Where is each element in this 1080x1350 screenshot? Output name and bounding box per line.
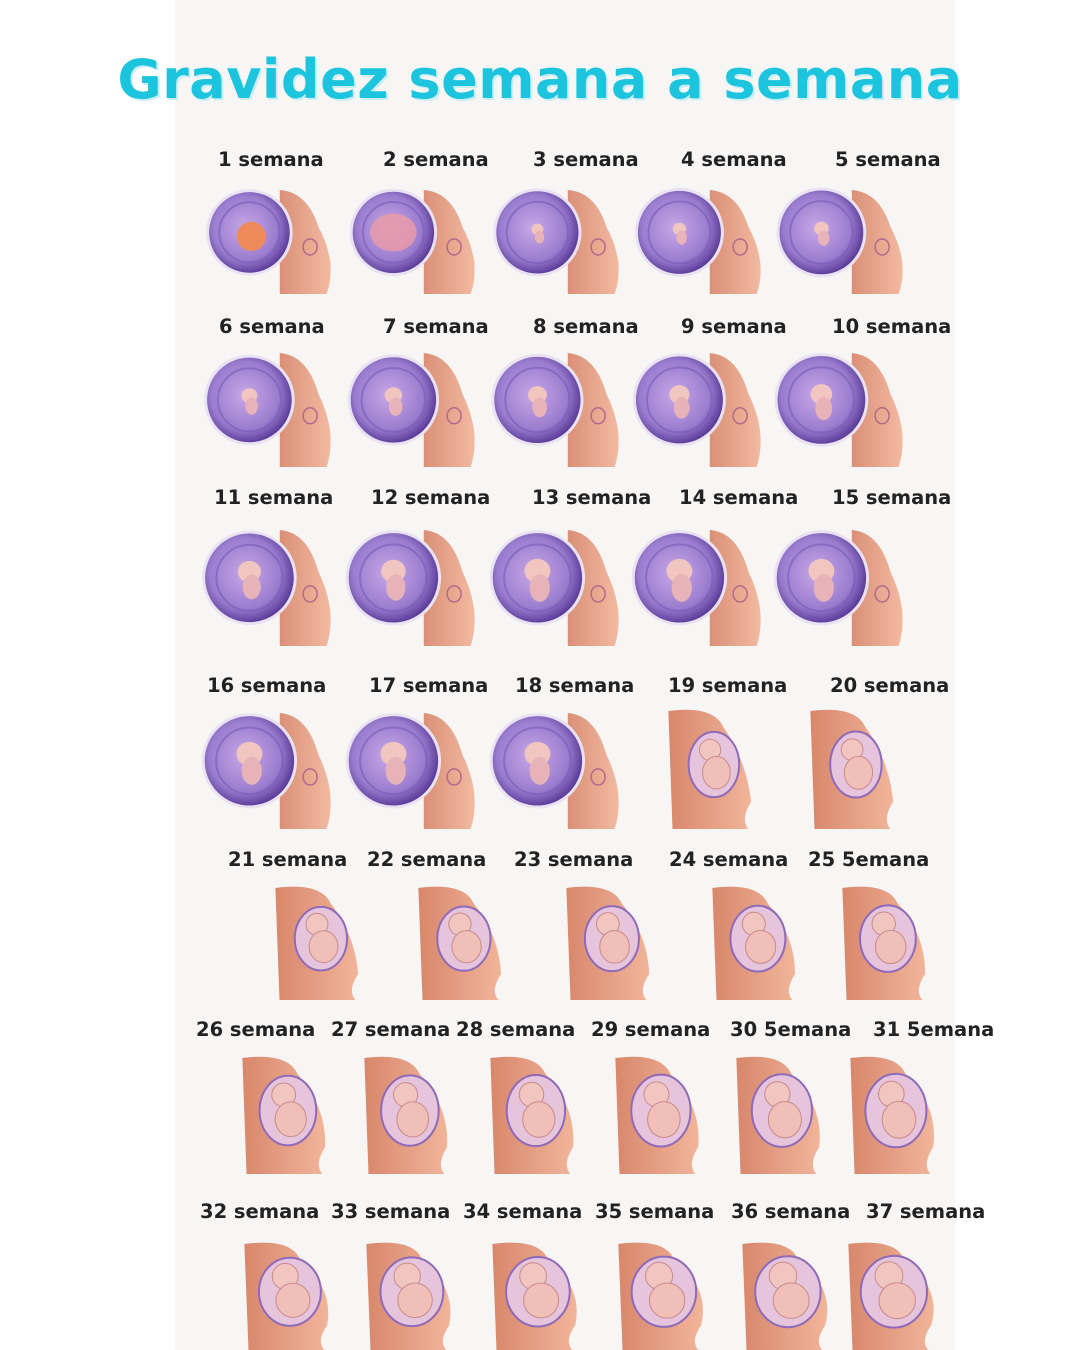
fetus-illustration <box>842 886 926 1000</box>
week-label: 15 semana <box>832 486 952 509</box>
week-label: 36 semana <box>731 1200 851 1223</box>
week-label: 19 semana <box>668 674 788 697</box>
week-label: 23 semana <box>514 848 634 871</box>
week-label: 1 semana <box>218 148 324 171</box>
week-label: 32 semana <box>200 1200 320 1223</box>
week-label: 29 semana <box>591 1018 711 1041</box>
week-label: 5 semana <box>835 148 941 171</box>
week-label: 37 semana <box>866 1200 986 1223</box>
week-label: 3 semana <box>533 148 639 171</box>
fetus-illustration <box>848 1242 934 1350</box>
fetus-illustration <box>242 1056 326 1174</box>
week-label: 35 semana <box>595 1200 715 1223</box>
week-label: 21 semana <box>228 848 348 871</box>
week-label: 33 semana <box>331 1200 451 1223</box>
fetus-illustration <box>493 188 619 294</box>
week-label: 28 semana <box>456 1018 576 1041</box>
fetus-illustration <box>810 709 894 829</box>
fetus-illustration <box>736 1056 820 1174</box>
fetus-illustration <box>244 1242 329 1350</box>
week-label: 10 semana <box>832 315 952 338</box>
week-label: 30 5emana <box>730 1018 852 1041</box>
week-label: 26 semana <box>196 1018 316 1041</box>
fetus-illustration <box>202 530 331 646</box>
fetus-illustration <box>566 886 650 1000</box>
fetus-illustration <box>201 713 331 829</box>
week-label: 13 semana <box>532 486 652 509</box>
week-label: 4 semana <box>681 148 787 171</box>
week-label: 16 semana <box>207 674 327 697</box>
fetus-illustration <box>364 1056 448 1174</box>
fetus-illustration <box>634 187 761 294</box>
week-label: 27 semana <box>331 1018 451 1041</box>
fetus-illustration <box>615 1056 699 1174</box>
fetus-illustration <box>418 886 502 1000</box>
week-label: 20 semana <box>830 674 950 697</box>
fetus-illustration <box>206 189 331 294</box>
fetus-illustration <box>850 1056 935 1174</box>
week-label: 12 semana <box>371 486 491 509</box>
fetus-illustration <box>349 188 475 294</box>
fetus-illustration <box>275 886 359 1000</box>
fetus-illustration <box>492 1242 577 1350</box>
fetus-illustration <box>366 1242 451 1350</box>
fetus-illustration <box>776 187 903 294</box>
fetus-illustration <box>742 1242 828 1350</box>
week-label: 6 semana <box>219 315 325 338</box>
fetus-illustration <box>347 353 475 467</box>
week-label: 25 5emana <box>808 848 930 871</box>
week-label: 34 semana <box>463 1200 583 1223</box>
week-label: 18 semana <box>515 674 635 697</box>
week-label: 8 semana <box>533 315 639 338</box>
fetus-illustration <box>345 713 475 829</box>
fetus-illustration <box>631 530 761 646</box>
fetus-illustration <box>489 713 619 829</box>
fetus-illustration <box>668 709 752 829</box>
fetus-illustration <box>204 353 331 467</box>
fetus-illustration <box>491 353 619 467</box>
fetus-illustration <box>618 1242 704 1350</box>
fetus-illustration <box>773 530 903 646</box>
fetus-illustration <box>490 1056 574 1174</box>
week-label: 22 semana <box>367 848 487 871</box>
fetus-illustration <box>712 886 796 1000</box>
week-label: 11 semana <box>214 486 334 509</box>
fetus-illustration <box>345 530 475 646</box>
week-label: 17 semana <box>369 674 489 697</box>
page-title: Gravidez semana a semana <box>117 48 963 111</box>
fetus-illustration <box>632 353 761 467</box>
week-label: 7 semana <box>383 315 489 338</box>
week-label: 31 5emana <box>873 1018 995 1041</box>
week-label: 9 semana <box>681 315 787 338</box>
week-label: 24 semana <box>669 848 789 871</box>
week-label: 2 semana <box>383 148 489 171</box>
fetus-illustration <box>489 530 619 646</box>
week-label: 14 semana <box>679 486 799 509</box>
fetus-illustration <box>774 353 903 467</box>
